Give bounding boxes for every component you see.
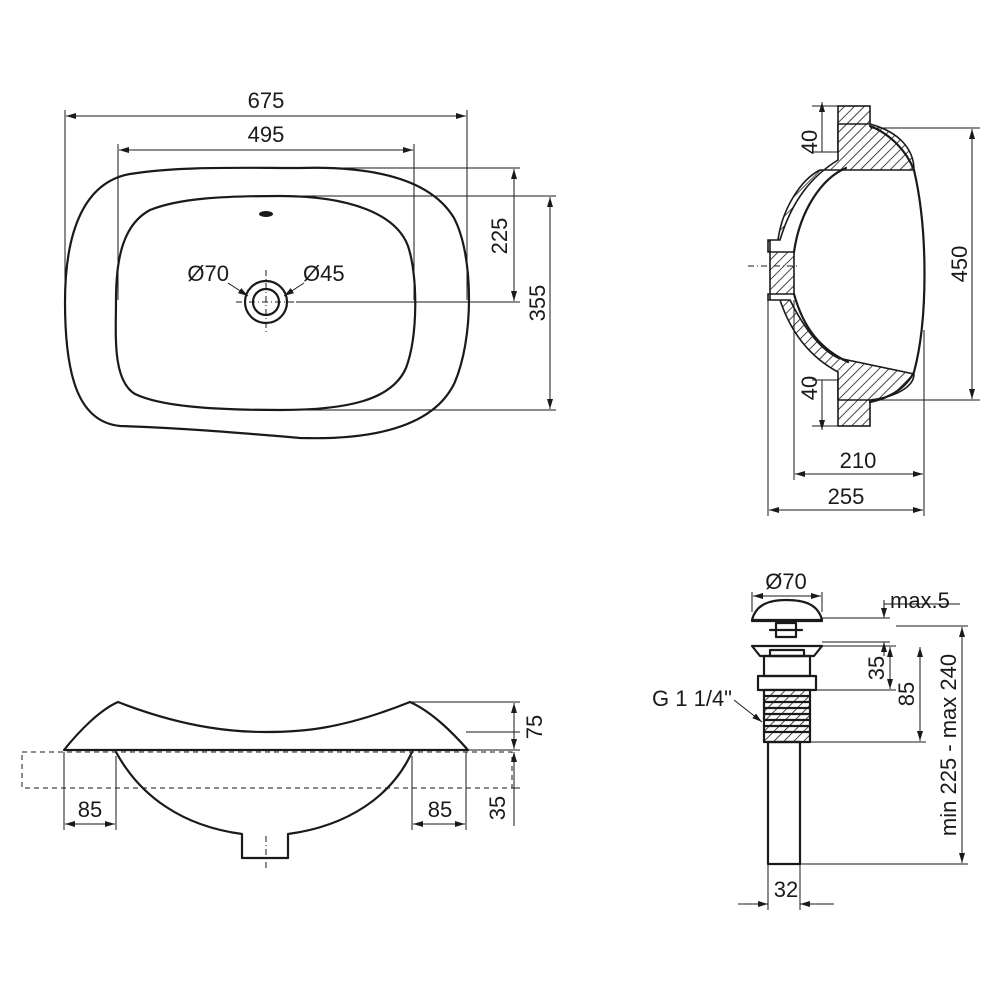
valve-thread (763, 689, 811, 743)
dim-cap-diameter-label: Ø70 (765, 569, 807, 594)
valve-body (762, 654, 812, 678)
dim-outer-drain-dia-label: Ø70 (187, 261, 229, 286)
dim-overall-depth-label: 355 (525, 285, 550, 322)
side-section-view: 40 40 450 210 255 (748, 102, 980, 516)
dim-flange-to-thread-label: 85 (894, 682, 919, 706)
thread-size-label: G 1 1/4" (652, 686, 732, 711)
basin-section-shell (767, 123, 915, 401)
valve-flange (750, 644, 824, 658)
dim-rim-height-label: 75 (522, 715, 547, 739)
basin-body-outline (114, 750, 414, 860)
dim-overall-width-label: 675 (248, 88, 285, 113)
dim-section-depth-label: 255 (828, 484, 865, 509)
dim-overall-length-label: min 225 - max 240 (936, 654, 961, 836)
dim-tube-diameter-label: 32 (774, 877, 798, 902)
front-view: 75 35 85 85 (21, 700, 547, 870)
dim-left-edge-label: 85 (78, 797, 102, 822)
dim-section-height-label: 450 (947, 246, 972, 283)
dim-cap-to-flange-label: 35 (864, 656, 889, 680)
dim-bowl-width-label: 495 (248, 122, 285, 147)
bowl-outline (114, 194, 417, 412)
valve-nut (756, 674, 818, 692)
valve-cap (750, 598, 824, 622)
dim-inner-drain-dia-label: Ø45 (303, 261, 345, 286)
dim-cap-gap-label: max.5 (890, 588, 950, 613)
drain-valve-view: Ø70 max.5 35 85 min 225 - max 240 32 G 1… (652, 569, 968, 910)
basin-outer-outline (63, 166, 471, 440)
valve-tailpipe (766, 740, 802, 866)
dim-drain-offset-label: 225 (487, 218, 512, 255)
dim-right-edge-label: 85 (428, 797, 452, 822)
dim-counter-thickness-label: 35 (485, 796, 510, 820)
basin-side-outline (868, 124, 926, 404)
top-view: 675 495 225 355 Ø70 Ø45 (63, 88, 556, 440)
basin-rim-outline (62, 700, 470, 752)
overflow-slot (259, 211, 273, 217)
dim-bowl-depth-label: 210 (840, 448, 877, 473)
dim-top-ledge-label: 40 (797, 130, 822, 154)
countertop-outline (21, 751, 513, 789)
bowl-inner-curve (792, 166, 850, 364)
dim-bottom-ledge-label: 40 (797, 376, 822, 400)
